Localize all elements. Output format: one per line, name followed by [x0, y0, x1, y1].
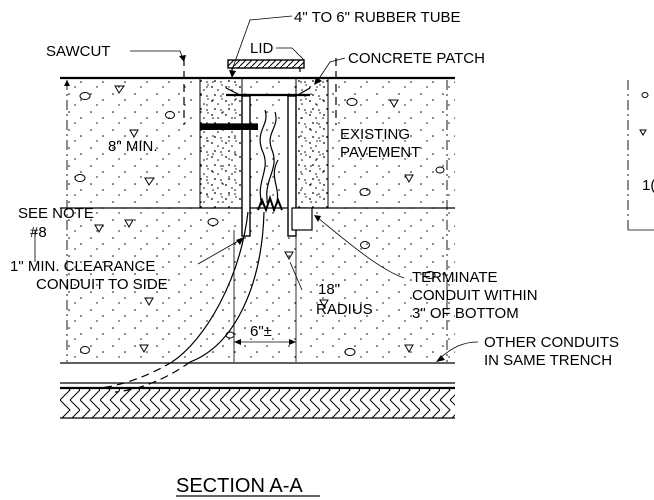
six-inch-dimension — [233, 230, 297, 362]
lid-label: LID — [250, 40, 274, 57]
six-inch-label: 6"± — [250, 323, 272, 340]
leader-lines — [34, 15, 479, 362]
terminate-label-3: 3" OF BOTTOM — [412, 305, 519, 322]
bedding-layer — [60, 382, 455, 419]
see-note-label: SEE NOTE — [18, 205, 94, 222]
existing-pavement — [60, 76, 455, 209]
section-title-text: SECTION A-A — [176, 475, 303, 497]
section-title: SECTION A-A — [176, 475, 320, 497]
pull-box — [225, 87, 313, 237]
other-conduits-label-1: OTHER CONDUITS — [484, 334, 619, 351]
clearance-label-1: 1" MIN. CLEARANCE — [10, 258, 155, 275]
concrete-patch — [199, 77, 329, 209]
eight-min-label: 8" MIN. — [108, 138, 158, 155]
sawcut-lines — [183, 58, 337, 125]
note-number-label: #8 — [30, 224, 47, 241]
dimension-lines — [64, 80, 448, 362]
other-conduits-label-2: IN SAME TRENCH — [484, 352, 612, 369]
sawcut-label: SAWCUT — [46, 43, 110, 60]
trench-base — [60, 208, 455, 364]
existing-label: EXISTING — [340, 126, 410, 143]
side-conduit — [200, 123, 258, 130]
box-lid — [227, 59, 305, 72]
pavement-label: PAVEMENT — [340, 144, 420, 161]
radius-label-2: RADIUS — [316, 301, 373, 318]
labels: 4" TO 6" RUBBER TUBE SAWCUT LID CONCRETE… — [10, 9, 654, 369]
terminate-label-2: CONDUIT WITHIN — [412, 287, 538, 304]
adjacent-detail — [627, 80, 654, 231]
clearance-label-2: CONDUIT TO SIDE — [36, 276, 168, 293]
radius-label-1: 18" — [318, 281, 340, 298]
rubber-tube-label: 4" TO 6" RUBBER TUBE — [294, 9, 461, 26]
terminate-label-1: TERMINATE — [412, 269, 498, 286]
cut-off-label: 1( — [642, 177, 654, 194]
concrete-patch-label: CONCRETE PATCH — [348, 50, 485, 67]
